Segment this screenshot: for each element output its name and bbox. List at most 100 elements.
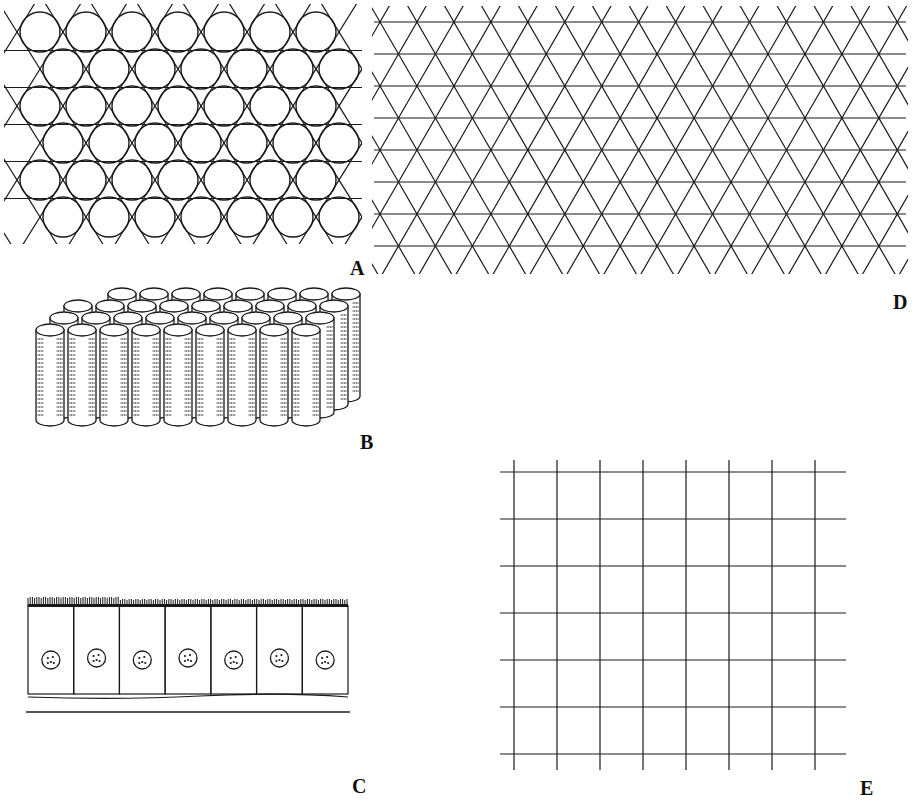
lattice-line bbox=[658, 6, 849, 274]
epithelium-figure bbox=[26, 597, 350, 712]
nucleus bbox=[133, 651, 151, 669]
cylinder bbox=[36, 324, 64, 426]
cylinder bbox=[164, 324, 192, 426]
lattice-line bbox=[374, 117, 906, 118]
lattice-line bbox=[4, 4, 42, 244]
lattice-line bbox=[4, 87, 362, 88]
lattice-line bbox=[547, 6, 738, 274]
lattice-line bbox=[4, 198, 362, 199]
panel-label: D bbox=[893, 292, 907, 312]
basement-membrane bbox=[26, 711, 350, 712]
lattice-line bbox=[4, 4, 166, 244]
cylinder bbox=[228, 324, 256, 426]
cylinder bbox=[292, 324, 320, 426]
grid-line bbox=[728, 460, 729, 770]
lattice-line bbox=[372, 6, 397, 274]
cylinder bbox=[100, 324, 128, 426]
lattice-line bbox=[328, 4, 362, 244]
lattice-line bbox=[843, 6, 908, 274]
cylinder bbox=[196, 324, 224, 426]
nucleus bbox=[225, 651, 243, 669]
packing-figure bbox=[4, 4, 362, 244]
nucleus bbox=[88, 649, 106, 667]
cylinder bbox=[68, 324, 96, 426]
grid-line bbox=[685, 460, 686, 770]
panel-label: A bbox=[350, 258, 364, 278]
nucleus bbox=[316, 651, 334, 669]
nucleus bbox=[179, 649, 197, 667]
lattice-line bbox=[437, 6, 628, 274]
grid-line bbox=[599, 460, 600, 770]
grid-line bbox=[500, 565, 846, 566]
lattice-line bbox=[798, 6, 908, 274]
lattice-line bbox=[372, 6, 442, 274]
grid-line bbox=[500, 706, 846, 707]
grid-line bbox=[642, 460, 643, 770]
triangle-lattice bbox=[372, 6, 908, 274]
cylinder-figure bbox=[36, 288, 360, 426]
lattice-line bbox=[130, 4, 304, 244]
lattice-line bbox=[621, 6, 812, 274]
lattice-line bbox=[372, 6, 545, 274]
grid-line bbox=[556, 460, 557, 770]
nucleus bbox=[270, 649, 288, 667]
grid-line bbox=[500, 612, 846, 613]
lattice-line bbox=[222, 4, 362, 244]
lattice-line bbox=[584, 6, 775, 274]
lattice-line bbox=[474, 6, 665, 274]
columnar-cell bbox=[119, 606, 165, 694]
nucleus bbox=[42, 651, 60, 669]
lattice-line bbox=[6, 4, 180, 244]
lattice-line bbox=[510, 6, 701, 274]
lattice-line bbox=[360, 4, 362, 244]
panel-label: C bbox=[352, 776, 366, 796]
lattice-line bbox=[38, 4, 212, 244]
columnar-cell bbox=[211, 606, 257, 694]
lattice-line bbox=[4, 161, 362, 162]
panel-label: B bbox=[360, 432, 373, 452]
grid-line bbox=[814, 460, 815, 770]
lattice-line bbox=[144, 4, 318, 244]
lattice-line bbox=[372, 6, 471, 274]
lattice-line bbox=[98, 4, 272, 244]
lattice-line bbox=[372, 6, 405, 274]
lattice-line bbox=[4, 4, 134, 244]
lattice-line bbox=[732, 6, 908, 274]
basement-membrane bbox=[28, 694, 348, 698]
lattice-line bbox=[374, 245, 906, 246]
lattice-line bbox=[835, 6, 908, 274]
panel-label: E bbox=[860, 778, 873, 798]
grid-line bbox=[500, 753, 846, 754]
columnar-cell bbox=[28, 606, 74, 694]
lattice-line bbox=[4, 4, 28, 244]
lattice-line bbox=[236, 4, 362, 244]
lattice-line bbox=[372, 6, 508, 274]
columnar-cell bbox=[257, 606, 303, 694]
grid-line bbox=[500, 659, 846, 660]
lattice-line bbox=[374, 53, 906, 54]
columnar-cell bbox=[302, 606, 348, 694]
grid-line bbox=[513, 460, 514, 770]
columnar-cell bbox=[165, 606, 211, 694]
grid-line bbox=[500, 518, 846, 519]
grid-line bbox=[500, 471, 846, 472]
lattice-line bbox=[4, 124, 362, 125]
lattice-line bbox=[769, 6, 908, 274]
lattice-line bbox=[400, 6, 591, 274]
square-grid bbox=[500, 460, 846, 770]
lattice-line bbox=[806, 6, 908, 274]
lattice-line bbox=[872, 6, 908, 274]
cylinder bbox=[132, 324, 160, 426]
lattice-line bbox=[695, 6, 886, 274]
lattice-line bbox=[4, 4, 74, 244]
cylinder bbox=[260, 324, 288, 426]
lattice-line bbox=[176, 4, 350, 244]
lattice-line bbox=[372, 6, 553, 274]
lattice-line bbox=[724, 6, 908, 274]
lattice-line bbox=[84, 4, 258, 244]
lattice-line bbox=[372, 6, 479, 274]
grid-line bbox=[771, 460, 772, 770]
lattice-line bbox=[282, 4, 362, 244]
lattice-line bbox=[52, 4, 226, 244]
